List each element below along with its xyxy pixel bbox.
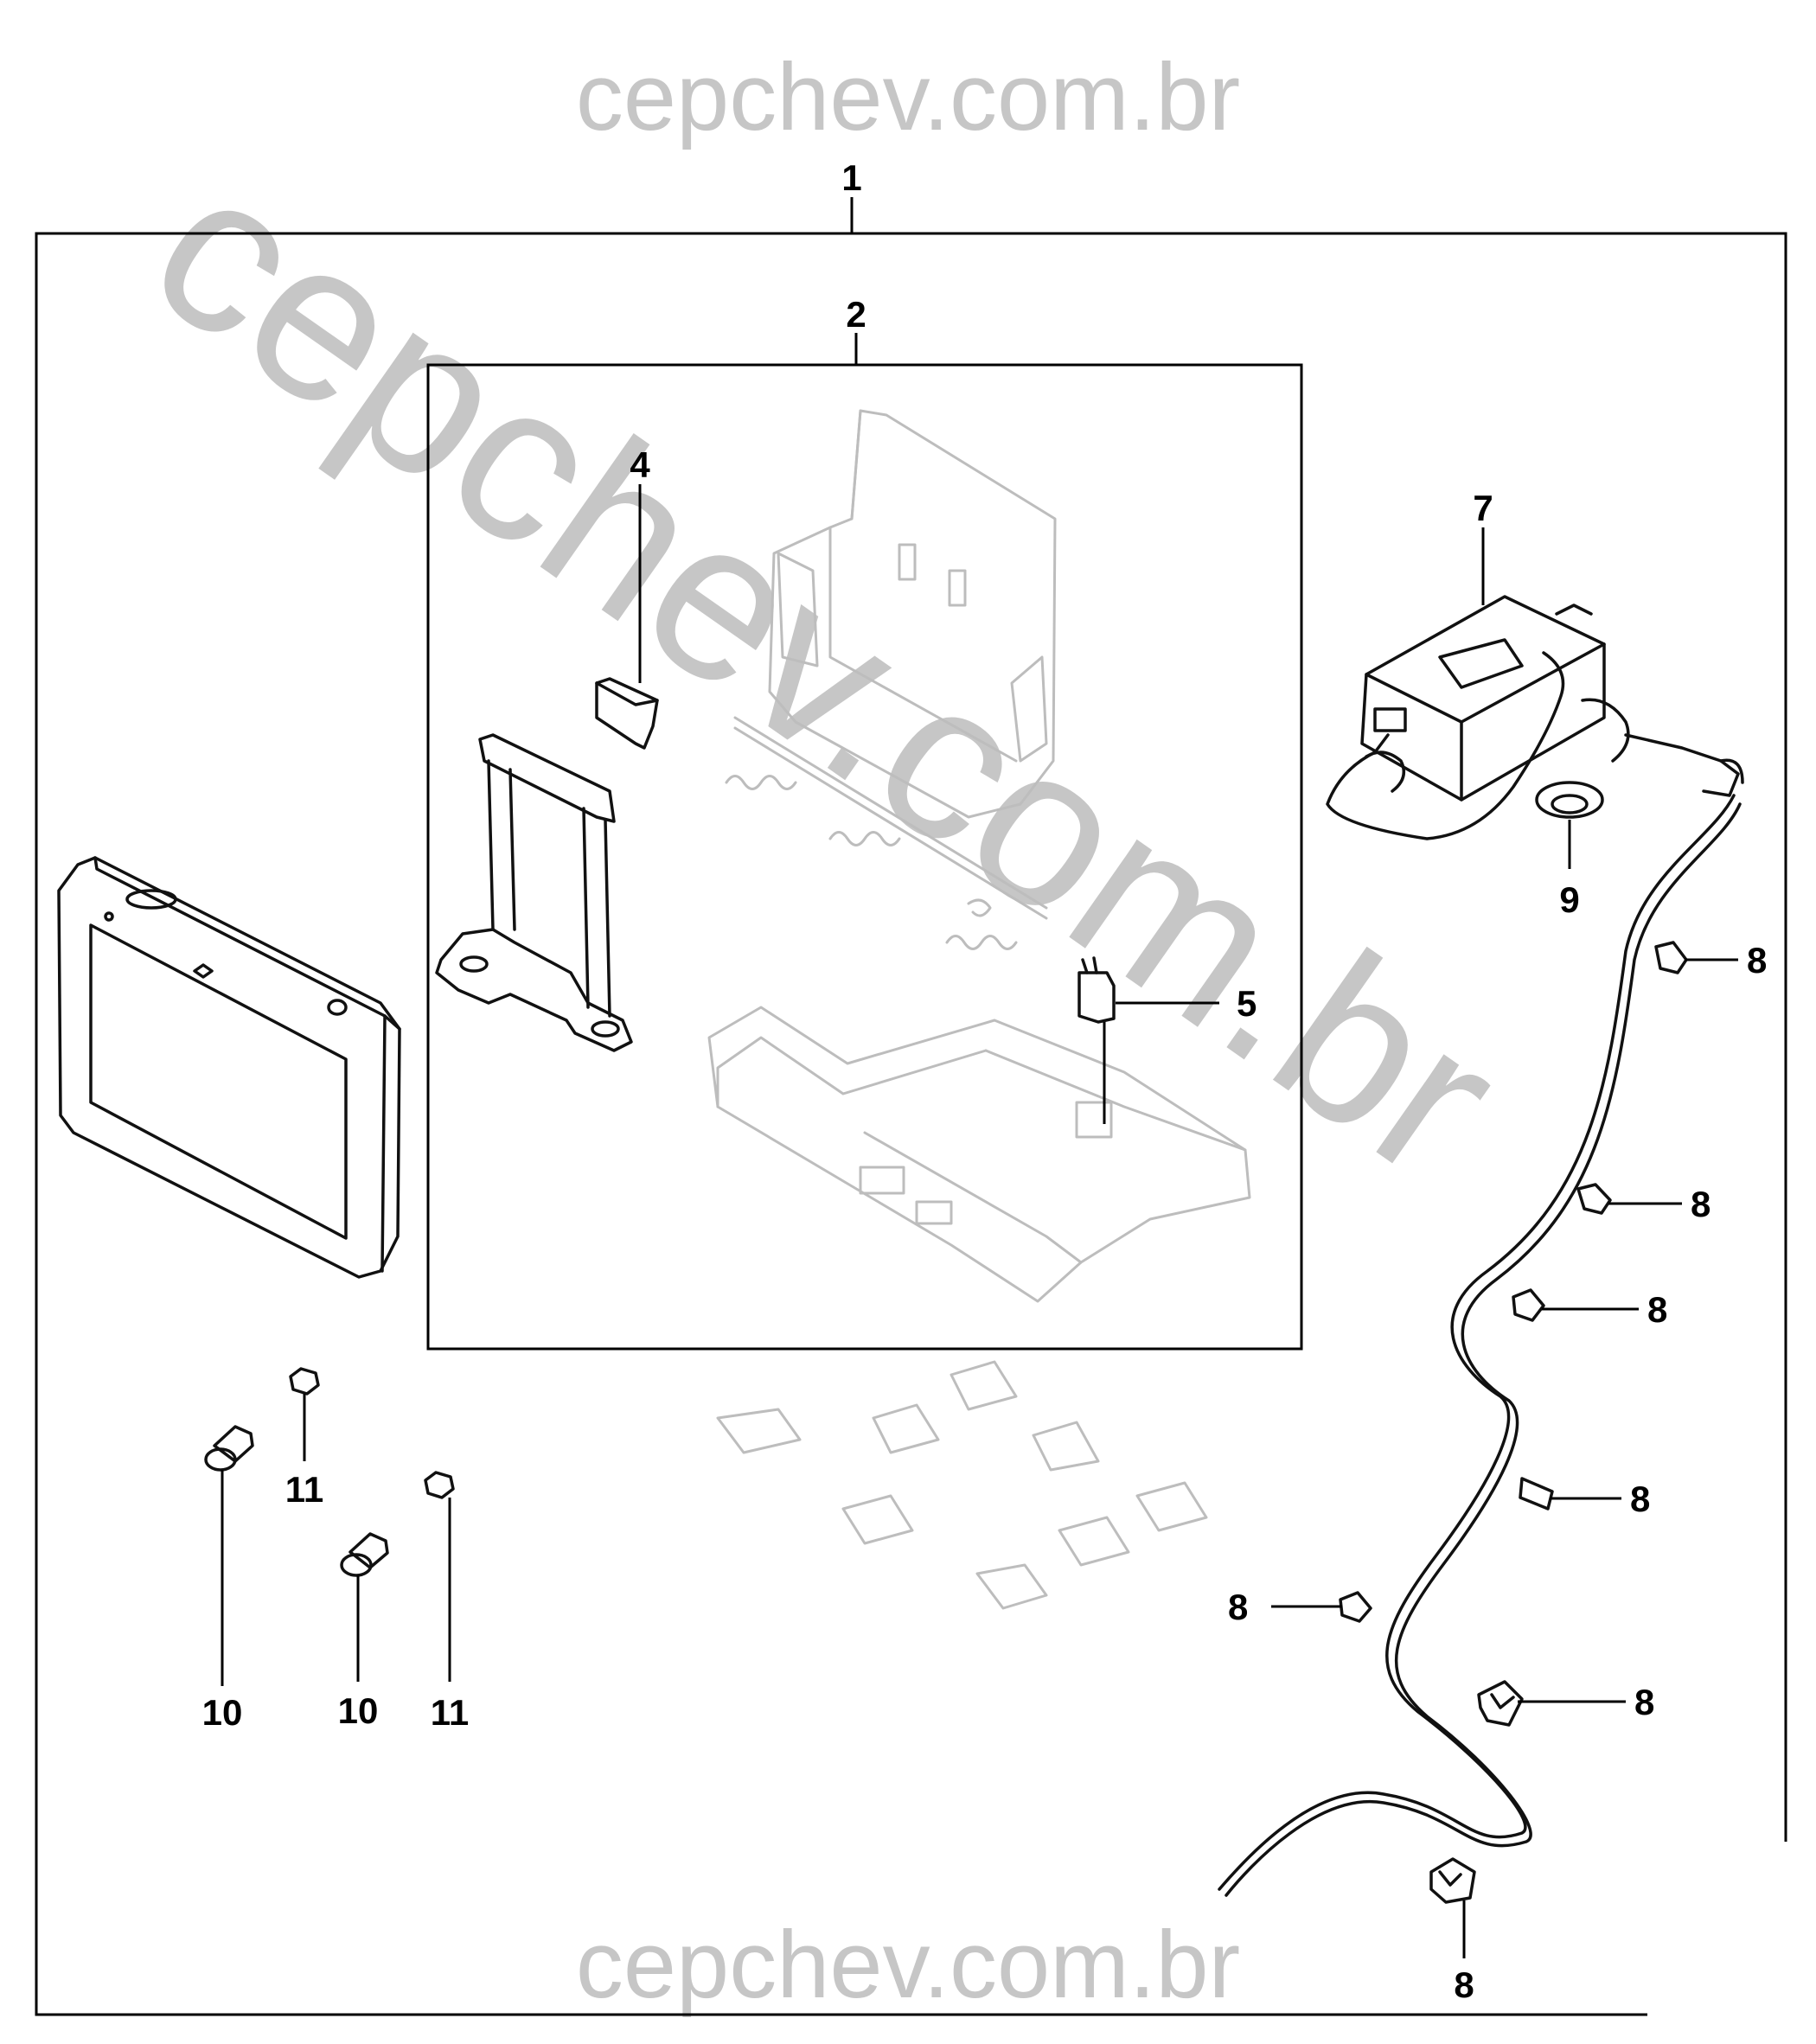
holder-frame: [426, 333, 1303, 1351]
seat-base-ghost: [707, 1006, 1251, 1303]
seat-back-ghost: [733, 409, 1057, 920]
grommet-part: [1535, 781, 1604, 869]
harness-clip: [1654, 941, 1738, 974]
control-module: [1326, 527, 1744, 840]
callout-8: 8: [1747, 940, 1767, 980]
springs-ghost: [725, 775, 1018, 950]
callout-10: 10: [338, 1690, 379, 1731]
callout-11: 11: [285, 1469, 323, 1510]
latch-part: [595, 484, 659, 750]
callout-9: 9: [1559, 879, 1579, 920]
callout-8: 8: [1630, 1479, 1650, 1519]
holder-bracket: [435, 733, 633, 1052]
harness-clip: [1519, 1477, 1621, 1511]
switch-part: [1077, 956, 1219, 1124]
callout-8: 8: [1647, 1289, 1667, 1330]
watermark-top: cepchev.com.br: [576, 44, 1240, 150]
watermark-bottom: cepchev.com.br: [576, 1912, 1240, 2018]
callout-8: 8: [1454, 1964, 1474, 2005]
pads-ghost: [716, 1360, 1208, 1610]
monitor-display: [57, 856, 401, 1279]
harness-clip: [1576, 1183, 1682, 1215]
callout-8: 8: [1228, 1587, 1248, 1627]
callout-7: 7: [1473, 488, 1493, 528]
callout-8: 8: [1691, 1184, 1710, 1224]
wiring-harness: [1218, 794, 1742, 1897]
nut-part: [289, 1367, 320, 1461]
callout-1: 1: [841, 157, 861, 198]
callout-4: 4: [630, 444, 650, 485]
nut-part: [424, 1471, 455, 1682]
callout-2: 2: [846, 294, 866, 335]
callout-10: 10: [202, 1692, 243, 1733]
kit-frame: [35, 197, 1787, 2016]
callout-8: 8: [1634, 1682, 1654, 1722]
harness-clip: [1512, 1288, 1639, 1322]
harness-clip: [1271, 1591, 1372, 1623]
callout-11: 11: [431, 1692, 469, 1733]
harness-clip: [1477, 1680, 1626, 1727]
harness-clip: [1429, 1857, 1476, 1958]
bolt-part: [340, 1532, 389, 1682]
bolt-part: [204, 1425, 254, 1686]
callout-5: 5: [1237, 983, 1256, 1024]
watermark-diagonal: cepchev.com.br: [110, 119, 1540, 1226]
